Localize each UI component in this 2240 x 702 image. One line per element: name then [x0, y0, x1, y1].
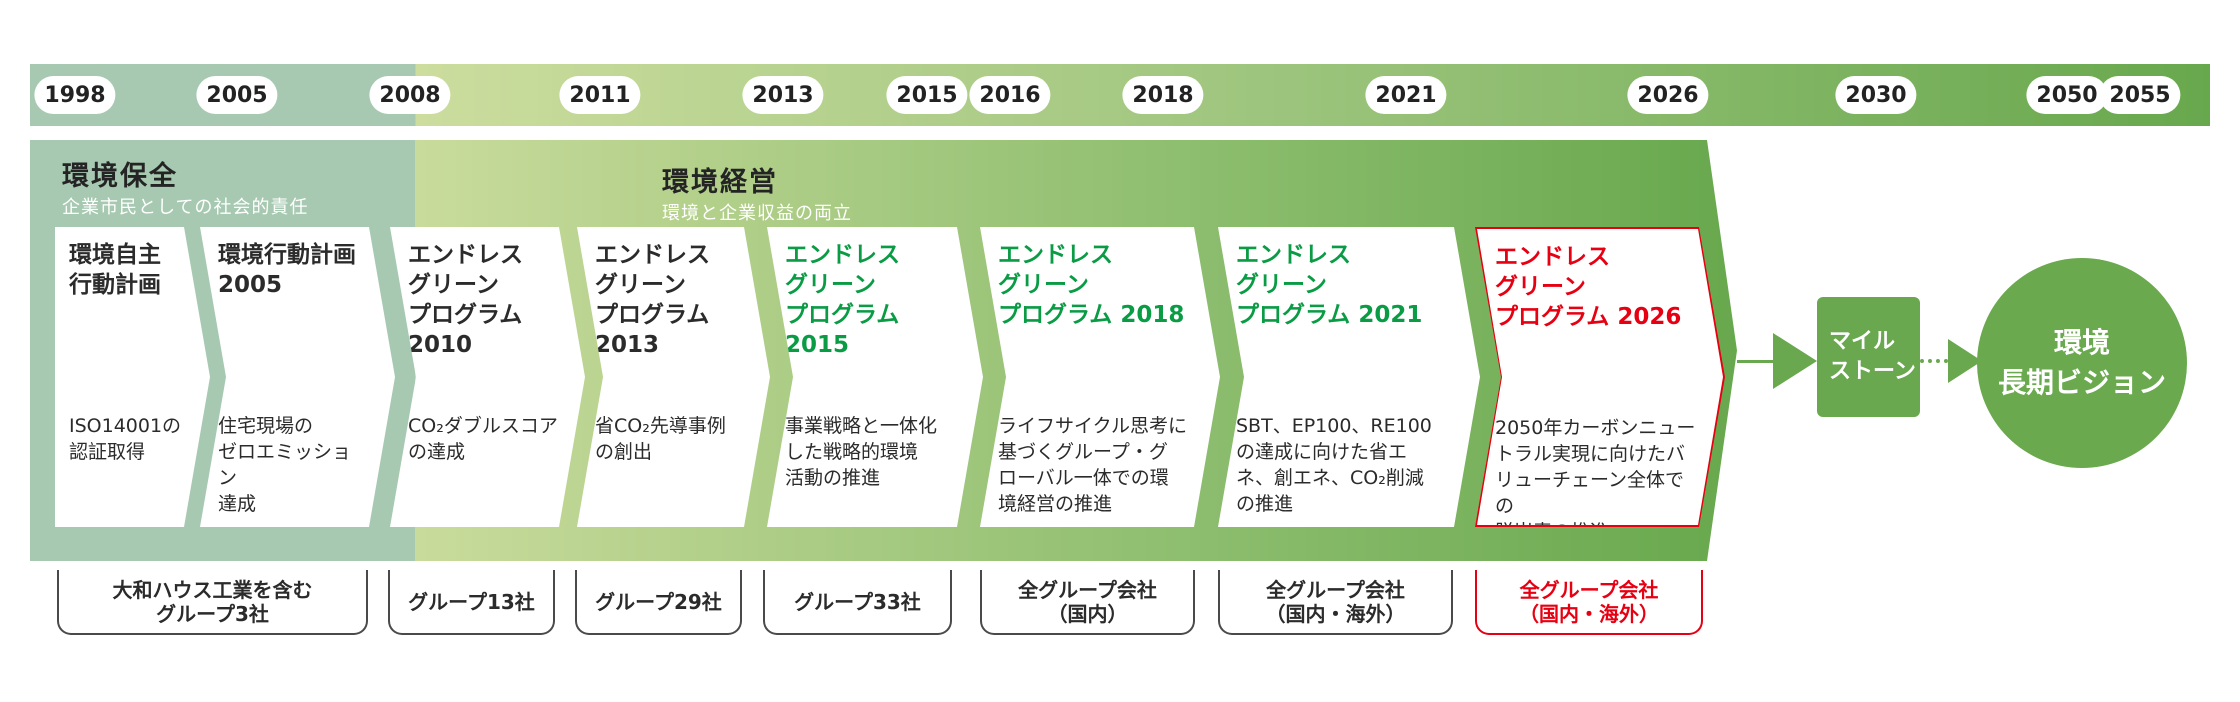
group-label-3: グループ29社	[575, 570, 742, 635]
year-pill-2021: 2021	[1365, 76, 1447, 114]
program-card-title: エンドレス グリーン プログラム 2021	[1236, 242, 1423, 328]
program-card-8: エンドレス グリーン プログラム 2026 2050年カーボンニュー トラル実現に…	[1475, 227, 1725, 527]
program-card-2: 環境行動計画 2005 住宅現場の ゼロエミッション 達成	[200, 227, 395, 527]
program-card-surface: エンドレス グリーン プログラム 2026 2050年カーボンニュー トラル実現に…	[1477, 229, 1723, 525]
program-card-4: エンドレス グリーン プログラム 2013 省CO₂先導事例 の創出	[577, 227, 770, 527]
program-card-description: ISO14001の 認証取得	[69, 415, 182, 463]
group-label-7: 全グループ会社 （国内・海外）	[1475, 570, 1703, 635]
milestone-box: マイル ストーン	[1817, 297, 1920, 417]
program-card-surface: エンドレス グリーン プログラム 2015 事業戦略と一体化 した戦略的環境 活動…	[767, 227, 983, 527]
program-card-surface: 環境自主 行動計画 ISO14001の 認証取得	[55, 227, 210, 527]
program-card-1: 環境自主 行動計画 ISO14001の 認証取得	[55, 227, 210, 527]
year-pill-2030: 2030	[1835, 76, 1917, 114]
program-card-6: エンドレス グリーン プログラム 2018 ライフサイクル思考に 基づくグループ・…	[980, 227, 1220, 527]
program-card-description: ライフサイクル思考に 基づくグループ・グ ローバル一体での環 境経営の推進	[998, 415, 1188, 515]
program-card-title: エンドレス グリーン プログラム 2026	[1495, 244, 1682, 330]
year-pill-2026: 2026	[1627, 76, 1709, 114]
program-card-title: 環境自主 行動計画	[69, 242, 161, 298]
year-pill-2015: 2015	[886, 76, 968, 114]
program-card-title: エンドレス グリーン プログラム 2013	[595, 242, 710, 358]
year-pill-2013: 2013	[742, 76, 824, 114]
long-term-vision-circle: 環境 長期ビジョン	[1977, 258, 2187, 468]
program-card-description: 省CO₂先導事例 の創出	[595, 415, 726, 463]
program-card-surface: エンドレス グリーン プログラム 2018 ライフサイクル思考に 基づくグループ・…	[980, 227, 1220, 527]
program-card-title: エンドレス グリーン プログラム 2018	[998, 242, 1185, 328]
year-pill-2011: 2011	[559, 76, 641, 114]
section-title-management: 環境経営	[662, 167, 778, 198]
program-card-title: 環境行動計画 2005	[218, 242, 356, 298]
program-card-5: エンドレス グリーン プログラム 2015 事業戦略と一体化 した戦略的環境 活動…	[767, 227, 983, 527]
program-card-description: CO₂ダブルスコア の達成	[408, 415, 558, 463]
connector-line	[1737, 360, 1775, 363]
dotted-connector-line	[1920, 359, 1948, 363]
group-label-6: 全グループ会社 （国内・海外）	[1218, 570, 1453, 635]
year-pill-2018: 2018	[1122, 76, 1204, 114]
group-label-4: グループ33社	[763, 570, 952, 635]
dotted-arrow-right-icon	[1948, 339, 1982, 383]
group-label-1: 大和ハウス工業を含む グループ3社	[57, 570, 368, 635]
year-pill-2005: 2005	[196, 76, 278, 114]
year-pill-2050: 2050	[2026, 76, 2108, 114]
program-card-description: 事業戦略と一体化 した戦略的環境 活動の推進	[785, 415, 938, 489]
program-card-surface: 環境行動計画 2005 住宅現場の ゼロエミッション 達成	[200, 227, 395, 527]
arrow-right-icon	[1773, 333, 1817, 389]
section-subtitle-management: 環境と企業収益の両立	[662, 203, 852, 224]
program-card-title: エンドレス グリーン プログラム 2015	[785, 242, 900, 358]
section-title-conservation: 環境保全	[62, 161, 178, 192]
year-pill-1998: 1998	[34, 76, 116, 114]
year-pill-2055: 2055	[2099, 76, 2181, 114]
group-label-2: グループ13社	[388, 570, 555, 635]
program-card-description: 2050年カーボンニュー トラル実現に向けたバ リューチェーン全体での 脱炭素の…	[1495, 417, 1696, 517]
program-card-title: エンドレス グリーン プログラム 2010	[408, 242, 523, 358]
year-pill-2016: 2016	[969, 76, 1051, 114]
year-pill-2008: 2008	[369, 76, 451, 114]
group-label-5: 全グループ会社 （国内）	[980, 570, 1195, 635]
section-subtitle-conservation: 企業市民としての社会的責任	[62, 197, 309, 218]
program-card-description: SBT、EP100、RE100 の達成に向けた省エ ネ、創エネ、CO₂削減 の推…	[1236, 415, 1432, 515]
program-card-surface: エンドレス グリーン プログラム 2013 省CO₂先導事例 の創出	[577, 227, 770, 527]
program-card-description: 住宅現場の ゼロエミッション 達成	[218, 415, 352, 515]
